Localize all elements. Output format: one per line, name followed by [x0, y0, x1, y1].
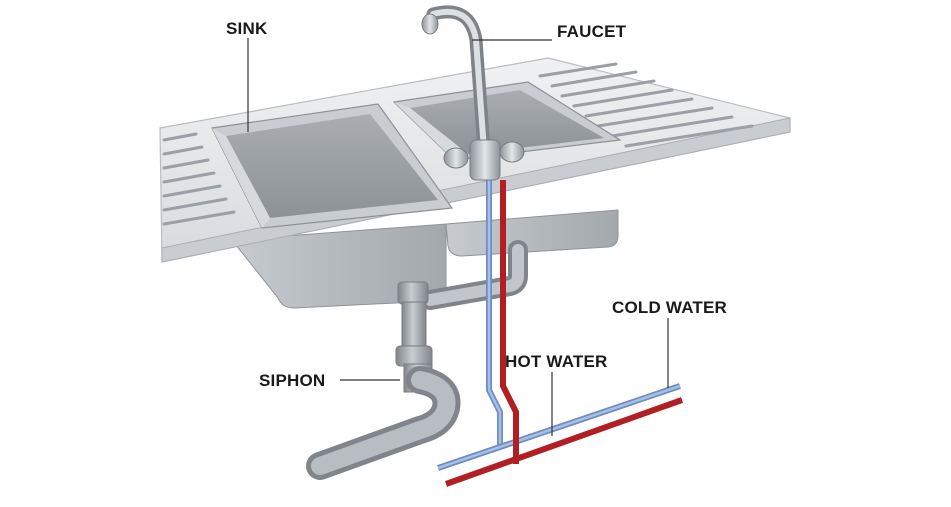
right-drainboard-grooves [538, 62, 754, 148]
hot-water-label: HOT WATER [505, 352, 608, 371]
left-basin [211, 103, 454, 229]
left-drainboard-grooves [162, 132, 236, 226]
sink-label: SINK [226, 19, 268, 38]
right-bowl-body [445, 209, 619, 257]
faucet-label: FAUCET [557, 22, 627, 41]
cold-water-pipe [437, 180, 681, 471]
siphon-label: SIPHON [259, 371, 326, 390]
hot-water-pipe [444, 180, 684, 487]
drain-pipes [306, 240, 528, 480]
leader-lines [247, 38, 669, 436]
cold-water-label: COLD WATER [612, 298, 728, 317]
